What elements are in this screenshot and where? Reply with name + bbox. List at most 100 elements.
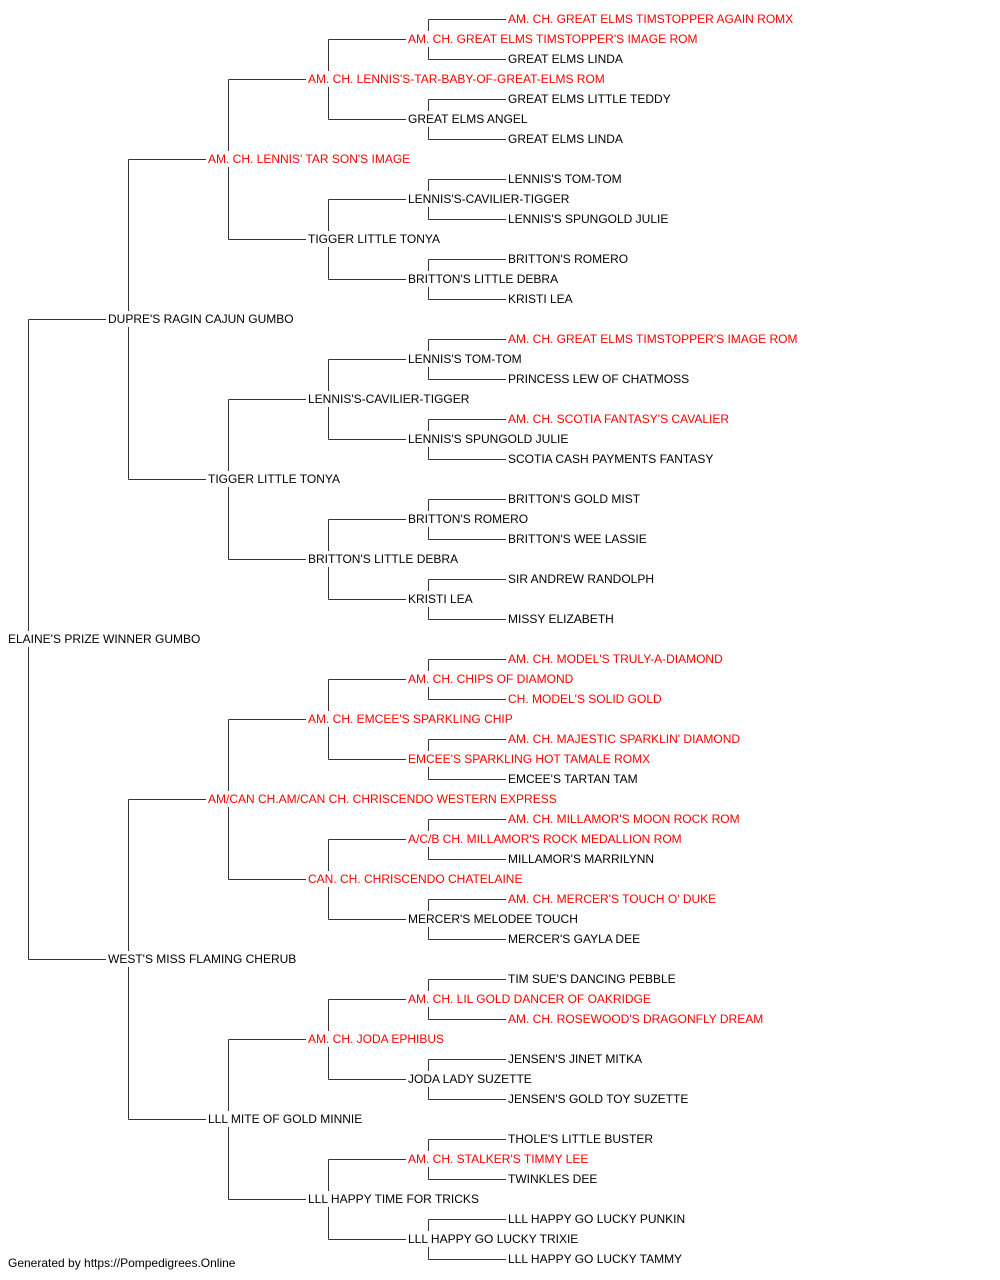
label-backing	[506, 731, 743, 747]
dog-name-gen4: LENNIS'S SPUNGOLD JULIE	[408, 432, 568, 446]
label-backing	[506, 1211, 688, 1227]
dog-name-gen3: TIGGER LITTLE TONYA	[308, 232, 440, 246]
dog-name-gen1: DUPRE'S RAGIN CAJUN GUMBO	[108, 312, 294, 326]
dog-name-gen3: AM. CH. JODA EPHIBUS	[308, 1032, 444, 1046]
dog-name-gen4: BRITTON'S LITTLE DEBRA	[408, 272, 558, 286]
dog-name-gen4: JODA LADY SUZETTE	[408, 1072, 532, 1086]
label-backing	[506, 451, 716, 467]
dog-name-gen5: JENSEN'S JINET MITKA	[508, 1052, 642, 1066]
dog-name-gen4: A/C/B CH. MILLAMOR'S ROCK MEDALLION ROM	[408, 832, 682, 846]
label-backing	[306, 1191, 481, 1207]
dog-name-gen5: LLL HAPPY GO LUCKY TAMMY	[508, 1252, 682, 1266]
label-backing	[406, 431, 571, 447]
label-backing	[506, 531, 649, 547]
label-backing	[506, 891, 719, 907]
dog-name-gen5: AM. CH. GREAT ELMS TIMSTOPPER'S IMAGE RO…	[508, 332, 797, 346]
label-backing	[506, 131, 625, 147]
dog-name-gen4: AM. CH. GREAT ELMS TIMSTOPPER'S IMAGE RO…	[408, 32, 697, 46]
dog-name-gen4: AM. CH. LIL GOLD DANCER OF OAKRIDGE	[408, 992, 651, 1006]
label-backing	[406, 1151, 591, 1167]
dog-name-gen5: SCOTIA CASH PAYMENTS FANTASY	[508, 452, 713, 466]
dog-name-gen5: CH. MODEL'S SOLID GOLD	[508, 692, 662, 706]
label-backing	[306, 391, 472, 407]
footer-credit: Generated by https://Pompedigrees.Online	[8, 1256, 236, 1270]
dog-name-gen5: PRINCESS LEW OF CHATMOSS	[508, 372, 689, 386]
label-backing	[406, 511, 531, 527]
label-backing	[506, 371, 692, 387]
label-backing	[506, 1171, 600, 1187]
label-backing	[206, 791, 559, 807]
label-backing	[506, 1011, 766, 1027]
dog-name-gen4: AM. CH. CHIPS OF DIAMOND	[408, 672, 574, 686]
dog-name-gen5: BRITTON'S ROMERO	[508, 252, 628, 266]
label-backing	[306, 871, 525, 887]
label-backing	[406, 351, 524, 367]
label-backing	[406, 1231, 581, 1247]
dog-name-gen2: AM/CAN CH.AM/CAN CH. CHRISCENDO WESTERN …	[208, 792, 557, 806]
label-backing	[406, 111, 530, 127]
label-backing	[506, 171, 624, 187]
dog-name-gen4: MERCER'S MELODEE TOUCH	[408, 912, 578, 926]
dog-name-gen5: TWINKLES DEE	[508, 1172, 597, 1186]
dog-name-gen4: LENNIS'S-CAVILIER-TIGGER	[408, 192, 570, 206]
dog-name-gen1: WEST'S MISS FLAMING CHERUB	[108, 952, 296, 966]
label-backing	[206, 471, 343, 487]
dog-name-gen5: AM. CH. MERCER'S TOUCH O' DUKE	[508, 892, 716, 906]
label-backing	[406, 911, 580, 927]
dog-name-gen3: BRITTON'S LITTLE DEBRA	[308, 552, 458, 566]
label-backing	[506, 1051, 645, 1067]
dog-name-gen5: AM. CH. ROSEWOOD'S DRAGONFLY DREAM	[508, 1012, 763, 1026]
dog-name-gen3: LLL HAPPY TIME FOR TRICKS	[308, 1192, 479, 1206]
label-backing	[406, 591, 475, 607]
label-backing	[506, 651, 726, 667]
dog-name-gen5: THOLE'S LITTLE BUSTER	[508, 1132, 653, 1146]
label-backing	[506, 1251, 685, 1267]
dog-name-gen4: LLL HAPPY GO LUCKY TRIXIE	[408, 1232, 578, 1246]
label-backing	[506, 931, 643, 947]
dog-name-gen5: LENNIS'S TOM-TOM	[508, 172, 622, 186]
dog-name-gen5: SIR ANDREW RANDOLPH	[508, 572, 654, 586]
dog-name-gen5: BRITTON'S WEE LASSIE	[508, 532, 647, 546]
label-backing	[506, 11, 796, 27]
label-backing	[6, 631, 203, 647]
dog-name-gen5: JENSEN'S GOLD TOY SUZETTE	[508, 1092, 688, 1106]
dog-name-gen3: LENNIS'S-CAVILIER-TIGGER	[308, 392, 470, 406]
label-backing	[406, 671, 576, 687]
pedigree-names: ELAINE'S PRIZE WINNER GUMBO DUPRE'S RAGIN…	[6, 11, 800, 1267]
label-backing	[106, 951, 299, 967]
dog-name-gen4: AM. CH. STALKER'S TIMMY LEE	[408, 1152, 588, 1166]
label-backing	[506, 571, 657, 587]
dog-name-gen5: LENNIS'S SPUNGOLD JULIE	[508, 212, 668, 226]
label-backing	[306, 1031, 447, 1047]
label-backing	[306, 711, 515, 727]
label-backing	[306, 551, 461, 567]
label-backing	[306, 71, 607, 87]
label-backing	[506, 411, 732, 427]
label-backing	[406, 751, 653, 767]
dog-name-gen5: MERCER'S GAYLA DEE	[508, 932, 640, 946]
dog-name-gen2: AM. CH. LENNIS' TAR SON'S IMAGE	[208, 152, 410, 166]
label-backing	[506, 851, 657, 867]
label-backing	[406, 271, 561, 287]
dog-name-gen4: GREAT ELMS ANGEL	[408, 112, 528, 126]
dog-name-gen4: LENNIS'S TOM-TOM	[408, 352, 522, 366]
dog-name-gen5: MILLAMOR'S MARRILYNN	[508, 852, 654, 866]
label-backing	[206, 1111, 365, 1127]
label-backing	[506, 291, 575, 307]
label-backing	[506, 771, 640, 787]
label-backing	[506, 811, 742, 827]
dog-name-gen5: AM. CH. GREAT ELMS TIMSTOPPER AGAIN ROMX	[508, 12, 793, 26]
dog-name-gen3: AM. CH. EMCEE'S SPARKLING CHIP	[308, 712, 513, 726]
dog-name-gen3: CAN. CH. CHRISCENDO CHATELAINE	[308, 872, 522, 886]
label-backing	[506, 611, 616, 627]
dog-name-gen5: AM. CH. SCOTIA FANTASY'S CAVALIER	[508, 412, 729, 426]
dog-name-gen5: KRISTI LEA	[508, 292, 573, 306]
label-backing	[506, 91, 673, 107]
dog-name-gen5: BRITTON'S GOLD MIST	[508, 492, 641, 506]
dog-name-gen0: ELAINE'S PRIZE WINNER GUMBO	[8, 632, 200, 646]
dog-name-gen2: LLL MITE OF GOLD MINNIE	[208, 1112, 362, 1126]
dog-name-gen5: GREAT ELMS LITTLE TEDDY	[508, 92, 671, 106]
dog-name-gen5: TIM SUE'S DANCING PEBBLE	[508, 972, 676, 986]
dog-name-gen5: GREAT ELMS LINDA	[508, 52, 623, 66]
